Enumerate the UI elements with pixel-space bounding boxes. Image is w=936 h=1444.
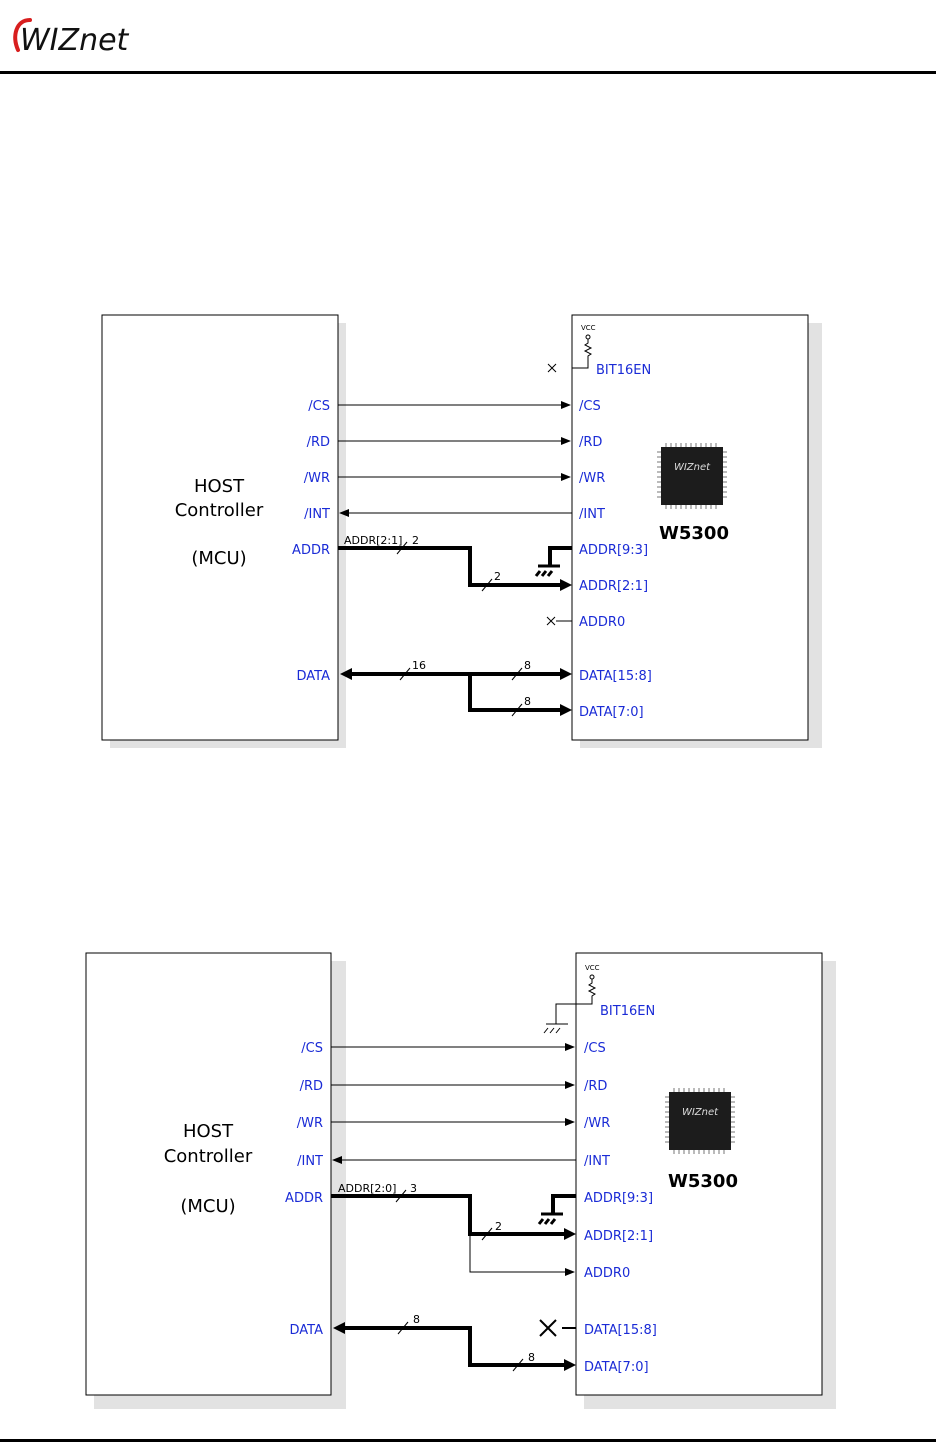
addr-bus-slash — [396, 541, 408, 555]
data-bus-arrow-host — [340, 668, 352, 680]
chip-pin-data-15-8: DATA[15:8] — [579, 669, 652, 684]
chip-pin-addr0: ADDR0 — [579, 615, 625, 630]
ground-symbol — [537, 1212, 563, 1225]
chip-pin-addr-2-1: ADDR[2:1] — [579, 579, 648, 594]
data-bus-width: 16 — [412, 659, 426, 672]
addr-bus — [338, 546, 568, 587]
data-lo-width: 8 — [524, 695, 531, 708]
host-mcu: (MCU) — [191, 548, 246, 569]
pullup-resistor — [572, 339, 593, 369]
data-lo-bus — [468, 674, 568, 712]
host-subtitle: Controller — [164, 1146, 253, 1167]
host-pin-int: /INT — [297, 1154, 323, 1169]
chip-pin-rd: /RD — [579, 435, 602, 450]
host-pin-rd: /RD — [307, 435, 330, 450]
host-box — [101, 314, 339, 741]
data-bus-arrow-hi — [560, 668, 572, 680]
vcc-label: VCC — [581, 324, 596, 332]
chip-pin-cs: /CS — [584, 1041, 606, 1056]
addr-sub-bus-width: 2 — [494, 570, 501, 583]
addr-sub-bus-slash — [481, 578, 493, 592]
connection-diagram-8bit: HOST Controller (MCU) WIZnet W5300 VCC B… — [85, 952, 836, 1409]
host-pin-cs: /CS — [301, 1041, 323, 1056]
data-bus-width: 8 — [413, 1313, 420, 1326]
svg-text:WIZnet: WIZnet — [674, 462, 711, 473]
addr-bus-width: 3 — [410, 1182, 417, 1195]
host-mcu: (MCU) — [180, 1196, 235, 1217]
header-rule — [0, 71, 936, 74]
addr-hi-ground-line — [548, 546, 572, 566]
host-title: HOST — [183, 1121, 234, 1142]
connection-diagram-16bit: HOST Controller (MCU) WIZnet W5300 VCC B… — [101, 314, 822, 748]
data-hi-width: 8 — [524, 659, 531, 672]
pullup-resistor — [555, 979, 597, 1024]
nc-mark-addr0 — [546, 616, 556, 626]
addr-sub-bus-width: 2 — [495, 1220, 502, 1233]
data-bus-arrow-lo — [564, 1359, 576, 1371]
chip-pin-wr: /WR — [579, 471, 605, 486]
w5300-chip-icon: WIZnet — [665, 1088, 735, 1154]
host-box — [85, 952, 332, 1396]
addr0-line — [469, 1234, 575, 1276]
addr-bus-slash — [395, 1189, 407, 1203]
host-pin-rd: /RD — [300, 1079, 323, 1094]
chip-pin-int: /INT — [584, 1154, 610, 1169]
host-pin-data: DATA — [297, 669, 331, 684]
host-pin-int: /INT — [304, 507, 330, 522]
footer-rule — [0, 1439, 936, 1442]
addr-bus-width: 2 — [412, 534, 419, 547]
svg-text:WIZnet: WIZnet — [682, 1107, 719, 1118]
chip-name: W5300 — [659, 523, 729, 544]
chip-name: W5300 — [668, 1171, 738, 1192]
vcc-label: VCC — [585, 964, 600, 972]
host-pin-addr: ADDR — [285, 1191, 323, 1206]
host-pin-wr: /WR — [297, 1116, 323, 1131]
host-title: HOST — [194, 476, 245, 497]
data-bus-slash — [399, 667, 411, 681]
addr-sub-bus-slash — [481, 1227, 493, 1241]
chip-pin-wr: /WR — [584, 1116, 610, 1131]
host-pin-cs: /CS — [308, 399, 330, 414]
addr-bus — [331, 1194, 572, 1236]
chip-pin-addr-9-3: ADDR[9:3] — [579, 543, 648, 558]
chip-pin-data-7-0: DATA[7:0] — [579, 705, 644, 720]
chip-pin-addr0: ADDR0 — [584, 1266, 630, 1281]
host-pin-wr: /WR — [304, 471, 330, 486]
chip-pin-addr-9-3: ADDR[9:3] — [584, 1191, 653, 1206]
chip-box — [575, 952, 823, 1396]
chip-pin-data-7-0: DATA[7:0] — [584, 1360, 649, 1375]
wiznet-logo: WIZnet — [13, 18, 130, 58]
chip-pin-bit16en: BIT16EN — [600, 1004, 655, 1019]
chip-pin-bit16en: BIT16EN — [596, 363, 651, 378]
addr-bus-arrow — [560, 579, 572, 591]
host-pin-data: DATA — [290, 1323, 324, 1338]
host-subtitle: Controller — [175, 500, 264, 521]
data-bus-arrow-host — [333, 1322, 345, 1334]
addr-hi-ground-line — [551, 1194, 576, 1214]
chip-pin-cs: /CS — [579, 399, 601, 414]
data-bus-arrow-lo — [560, 704, 572, 716]
chip-pin-data-15-8: DATA[15:8] — [584, 1323, 657, 1338]
w5300-chip-icon: WIZnet — [657, 443, 727, 509]
nc-mark-data-hi — [539, 1319, 557, 1337]
chip-pin-int: /INT — [579, 507, 605, 522]
chip-pin-rd: /RD — [584, 1079, 607, 1094]
data-hi-slash — [511, 667, 523, 681]
chip-pin-addr-2-1: ADDR[2:1] — [584, 1229, 653, 1244]
data-lo-width: 8 — [528, 1351, 535, 1364]
host-pin-addr: ADDR — [292, 543, 330, 558]
data-bus — [343, 1326, 572, 1367]
nc-mark-bit16en — [547, 363, 557, 373]
data-lo-slash — [511, 703, 523, 717]
bit16en-ground-symbol — [543, 1023, 568, 1034]
ground-symbol — [534, 564, 560, 577]
chip-box — [571, 314, 809, 741]
addr-bus-label: ADDR[2:0] — [338, 1182, 396, 1195]
addr-bus-label: ADDR[2:1] — [344, 534, 402, 547]
logo-text: WIZnet — [20, 23, 130, 58]
data-lo-slash — [512, 1358, 524, 1372]
data-bus-slash — [397, 1321, 409, 1335]
addr-bus-arrow — [564, 1228, 576, 1240]
